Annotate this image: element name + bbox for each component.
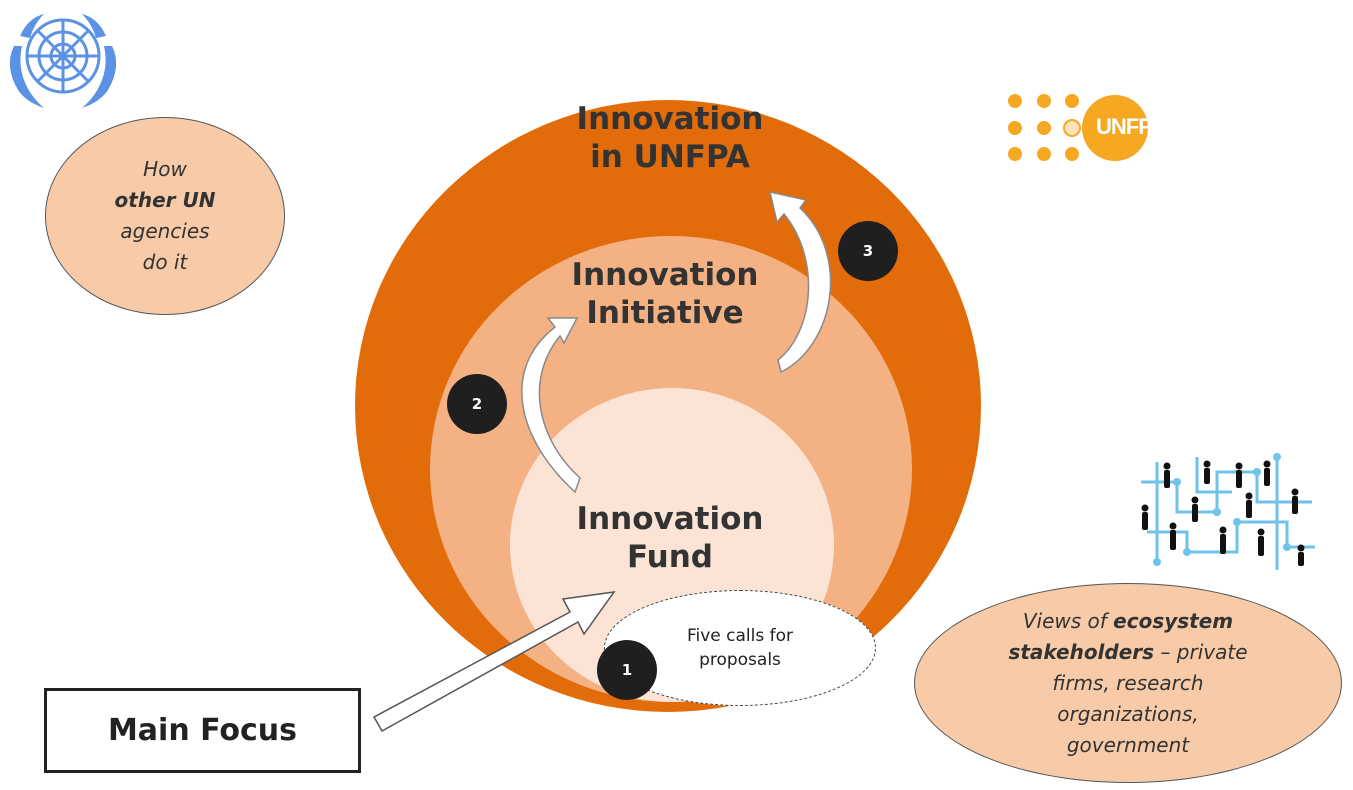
- inner-circle-label: Innovation Fund: [520, 500, 820, 576]
- curved-arrow-3: [768, 191, 832, 374]
- step-badge-2: 2: [447, 374, 507, 434]
- main-focus-arrow: [372, 591, 616, 733]
- eco-line2: stakeholders – private: [1008, 639, 1248, 664]
- main-focus-label: Main Focus: [107, 713, 298, 748]
- middle-label-line1: Innovation: [571, 257, 759, 293]
- other-un-agencies-note: How other UN agencies do it: [45, 117, 285, 315]
- outer-label-line1: Innovation: [576, 101, 764, 137]
- unfpa-dots-icon: [1008, 94, 1148, 161]
- middle-circle-label: Innovation Initiative: [505, 256, 825, 332]
- calls-line2: proposals: [699, 650, 781, 670]
- curved-arrow-2: [521, 317, 581, 494]
- main-focus-box: Main Focus: [44, 688, 361, 773]
- unfpa-logo-text: UNFPA: [1096, 114, 1166, 139]
- eco-line3: firms, research: [1052, 670, 1204, 695]
- step-badge-1: 1: [597, 640, 657, 700]
- inner-label-line2: Fund: [627, 539, 713, 575]
- un-note-line2: other UN: [114, 188, 216, 212]
- unfpa-logo: UNFPA: [1002, 92, 1166, 164]
- eco-line5: government: [1066, 732, 1190, 757]
- calls-line1: Five calls for: [686, 626, 794, 646]
- ecosystem-stakeholders-note: Views of ecosystem stakeholders – privat…: [914, 583, 1342, 783]
- outer-label-line2: in UNFPA: [590, 139, 750, 175]
- outer-circle-label: Innovation in UNFPA: [520, 100, 820, 176]
- un-note-line1: How: [143, 157, 187, 181]
- un-note-line4: do it: [142, 250, 188, 274]
- people-network-icon: [1141, 453, 1315, 570]
- step-badge-3: 3: [838, 221, 898, 281]
- un-note-line3: agencies: [120, 219, 210, 243]
- un-emblem-icon: [9, 14, 117, 108]
- eco-line1: Views of ecosystem: [1022, 608, 1234, 633]
- eco-line4: organizations,: [1057, 701, 1199, 726]
- inner-label-line1: Innovation: [576, 501, 764, 537]
- calls-for-proposals-note: Five calls for proposals: [604, 590, 876, 706]
- middle-label-line2: Initiative: [586, 295, 744, 331]
